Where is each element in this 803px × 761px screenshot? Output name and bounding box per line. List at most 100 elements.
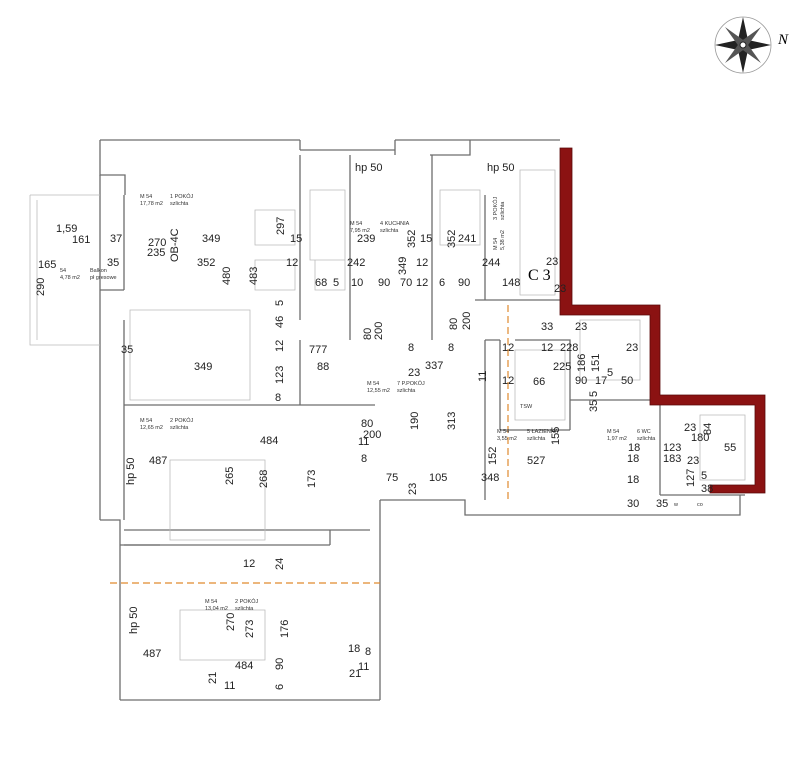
- dimension-label: 242: [347, 257, 365, 269]
- room-code: M 54: [493, 238, 499, 250]
- dimension-label: 5: [274, 300, 286, 306]
- dimension-label: 90: [575, 375, 587, 387]
- room-name: Balkon: [90, 268, 107, 274]
- dimension-label: 90: [458, 277, 470, 289]
- room-name: 7 P.POKÓJ: [397, 380, 425, 387]
- room-finish: szlichta: [170, 425, 189, 431]
- dimension-label: 337: [425, 360, 443, 372]
- dimension-label: 11: [358, 436, 369, 448]
- dimension-label: 21: [207, 672, 219, 684]
- dimension-label: 23: [626, 342, 638, 354]
- tsw-label: TSW: [520, 404, 533, 410]
- dimension-label: 8: [275, 392, 281, 404]
- dimension-label: 35: [121, 344, 133, 356]
- dimension-label: 37: [110, 233, 122, 245]
- dimension-label: 17: [595, 375, 607, 387]
- exterior-wall: [559, 147, 766, 494]
- dimension-label: 23: [407, 483, 419, 495]
- dimension-label: 90: [378, 277, 390, 289]
- dimension-label: 173: [306, 470, 318, 488]
- compass-rose: [714, 16, 772, 74]
- room-label: M 54 5 ŁAZIENKA 3,55 m2 szlichta: [497, 429, 559, 442]
- dimension-label: 349: [202, 233, 220, 245]
- dimension-label: 180: [691, 432, 709, 444]
- dimension-label: 265: [224, 467, 236, 485]
- room-finish: szlichta: [170, 201, 189, 207]
- room-area: 1,97 m2: [607, 436, 627, 442]
- dimension-label: 8: [361, 453, 367, 465]
- dimension-label: 123: [274, 366, 286, 384]
- dimension-label: 18: [348, 643, 360, 655]
- dimension-label: 12: [286, 257, 298, 269]
- dimension-label: 80: [448, 318, 460, 330]
- dimension-label: hp 50: [125, 457, 137, 485]
- dimension-label: 11: [358, 661, 369, 673]
- dimension-label: 777: [309, 344, 327, 356]
- dimension-label: 527: [527, 455, 545, 467]
- room-name: 2 POKÓJ: [235, 598, 258, 605]
- room-code: 54: [60, 268, 66, 274]
- dimension-label: 6: [439, 277, 445, 289]
- dimension-label: 270: [148, 237, 166, 249]
- dimension-label: 23: [546, 256, 558, 268]
- dimension-label: 12: [243, 558, 255, 570]
- dimension-label: 5: [701, 470, 707, 482]
- dimension-label: 84: [702, 423, 714, 435]
- dimension-label: 18: [627, 474, 639, 486]
- section-marker: C 3: [528, 267, 551, 284]
- dimension-label: 12: [416, 257, 428, 269]
- dimension-label: 484: [260, 435, 278, 447]
- dimension-label: 1,59: [56, 223, 77, 235]
- dimension-label: 50: [621, 375, 633, 387]
- dimension-label: 270: [225, 613, 237, 631]
- dimension-label: 155: [550, 427, 562, 445]
- room-code: M 54: [140, 418, 152, 424]
- room-code: M 54: [350, 221, 362, 227]
- room-name: 5 ŁAZIENKA: [527, 429, 559, 435]
- room-finish: szlichta: [397, 388, 416, 394]
- room-area: 3,55 m2: [497, 436, 517, 442]
- dimension-label: 8: [365, 646, 371, 658]
- dimension-label: 35: [107, 257, 119, 269]
- dimension-label: 349: [194, 361, 212, 373]
- room-finish: szlichta: [527, 436, 546, 442]
- room-name: 1 POKÓJ: [170, 193, 193, 200]
- room-code: M 54: [367, 381, 379, 387]
- ob-label: OB-4C: [169, 228, 181, 262]
- dimension-label: 186: [576, 354, 588, 372]
- dimension-label: 80: [362, 328, 374, 340]
- dimension-label: 487: [143, 648, 161, 660]
- room-name: 6 WC: [637, 429, 651, 435]
- dimension-label: 68: [315, 277, 327, 289]
- dimension-label: 200: [373, 322, 385, 340]
- dimension-label: 24: [274, 558, 286, 570]
- dimension-label: 487: [149, 455, 167, 467]
- dimension-label: 161: [72, 234, 90, 246]
- room-area: 13,04 m2: [205, 606, 228, 612]
- dimension-label: 21: [349, 668, 361, 680]
- dimension-label: 200: [461, 312, 473, 330]
- dimension-label: 90: [274, 658, 286, 670]
- dimension-label: 483: [248, 267, 260, 285]
- co-label: co: [697, 502, 703, 508]
- dimension-label: 273: [244, 620, 256, 638]
- dimension-label: 12: [541, 342, 553, 354]
- dimension-label: 297: [275, 217, 287, 235]
- dimension-label: 55: [724, 442, 736, 454]
- room-code: M 54: [205, 599, 217, 605]
- dimension-label: 15: [420, 233, 432, 245]
- dimension-label: 352: [446, 230, 458, 248]
- dimension-label: 348: [481, 472, 499, 484]
- dimension-label: 123: [663, 442, 681, 454]
- dimension-label: 8: [448, 342, 454, 354]
- room-code: M 54: [497, 429, 509, 435]
- dimension-label: 268: [258, 470, 270, 488]
- dimension-label: 35: [656, 498, 668, 510]
